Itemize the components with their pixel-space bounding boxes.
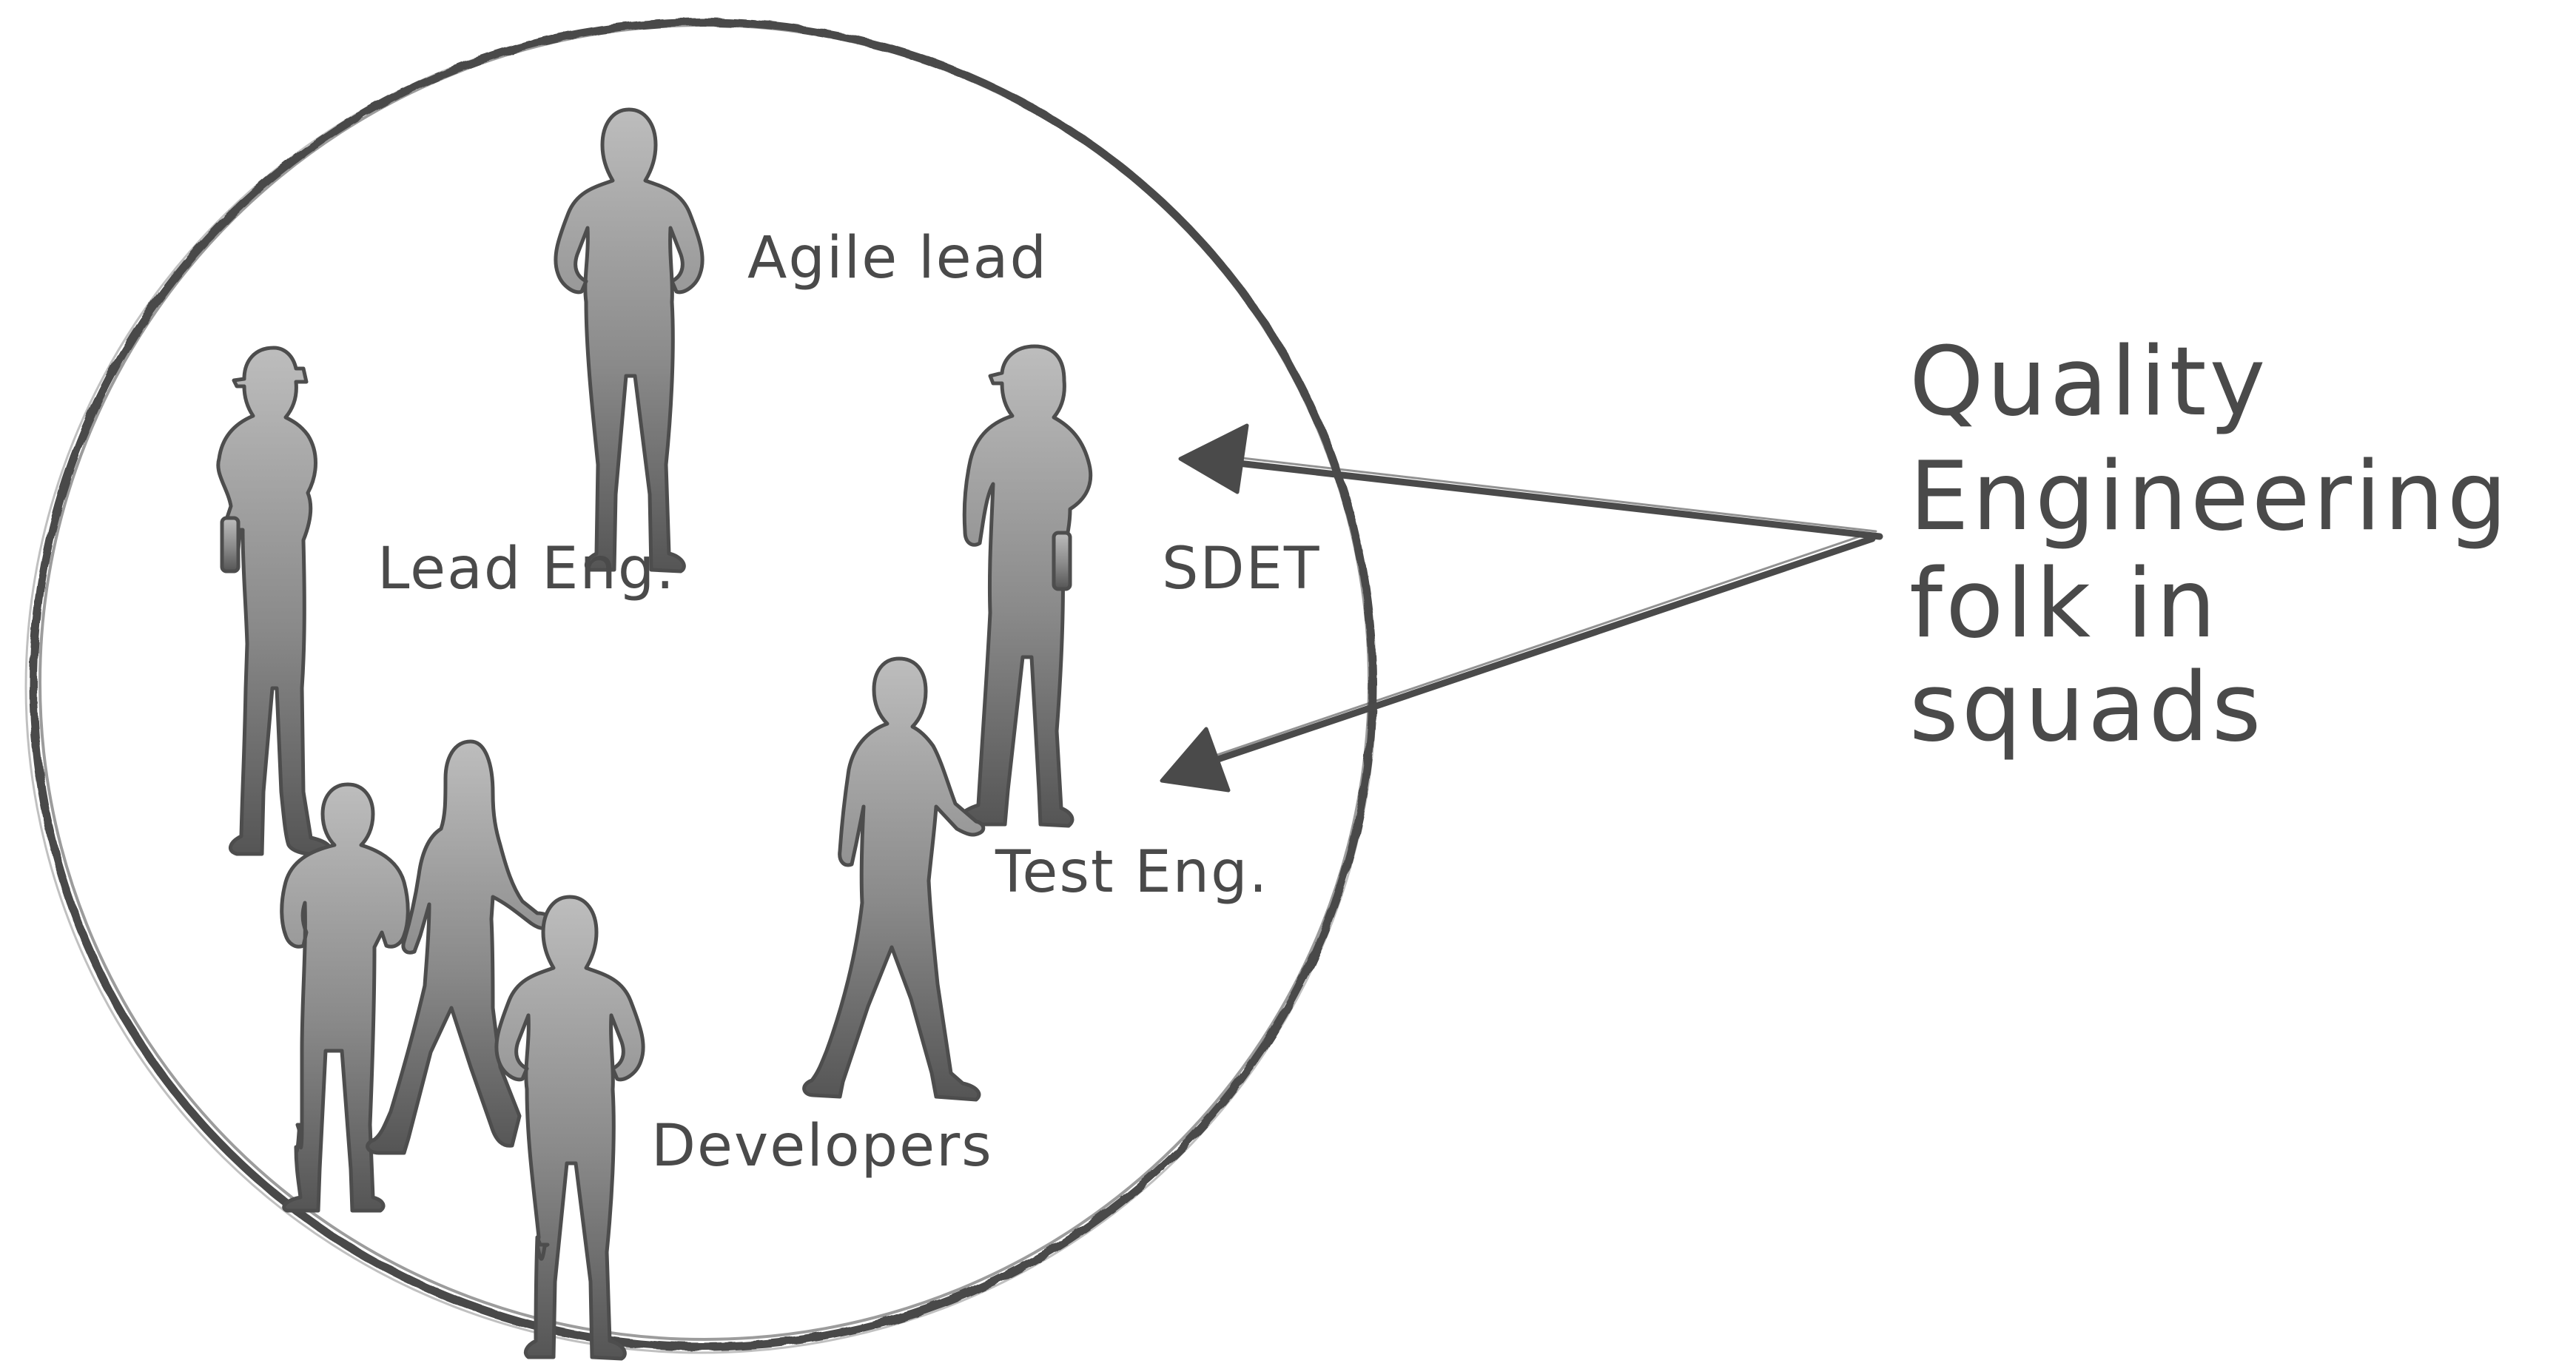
- callout-text: Quality Engineering folk in squads: [1909, 327, 2510, 763]
- arrow-to-sdet-line: [1228, 459, 1883, 540]
- test-eng-figure: [802, 656, 986, 1102]
- role-label-developers: Developers: [651, 1113, 993, 1180]
- role-label-lead-eng: Lead Eng.: [377, 536, 676, 602]
- callout-line-4: squads: [1909, 653, 2264, 763]
- agile-lead-figure: [554, 107, 704, 574]
- developer-figure-woman: [494, 895, 645, 1361]
- callout-line-1: Quality: [1909, 327, 2268, 437]
- arrow-to-test-eng-line: [1210, 535, 1876, 764]
- arrow-to-sdet-line-sketch: [1234, 456, 1877, 533]
- developer-figure-man: [280, 782, 410, 1213]
- developer-figure-walking-woman: [366, 739, 556, 1155]
- callout-arrows: [1160, 423, 1883, 793]
- lead-eng-figure: [216, 346, 332, 856]
- arrow-to-test-eng-head: [1160, 727, 1231, 793]
- arrow-to-sdet-head: [1178, 423, 1249, 494]
- role-label-sdet: SDET: [1162, 536, 1321, 602]
- squad-circle: [24, 18, 1377, 1354]
- role-label-test-eng: Test Eng.: [995, 839, 1268, 906]
- arrow-to-test-eng-line-sketch: [1216, 533, 1868, 756]
- callout-line-2: Engineering: [1909, 442, 2510, 552]
- role-label-agile-lead: Agile lead: [747, 225, 1048, 292]
- callout-line-3: folk in: [1909, 549, 2219, 659]
- sdet-figure: [957, 344, 1093, 828]
